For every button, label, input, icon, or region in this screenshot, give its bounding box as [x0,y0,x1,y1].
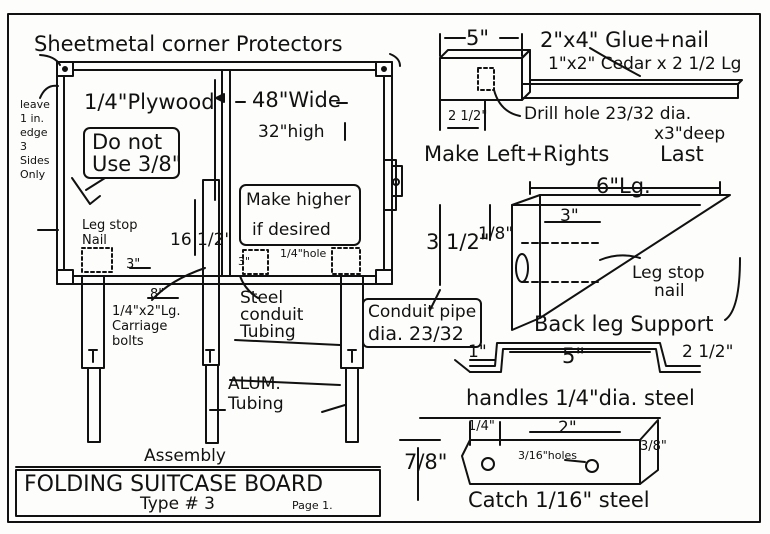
make-higher-label: Make higher [246,190,351,210]
two-by-four-label: 2"x4" Glue+nail [540,28,709,52]
leg-stop-line: Leg stop [82,218,138,233]
corner-protectors-label: Sheetmetal corner Protectors [34,32,343,56]
nail-line: nail [654,281,685,301]
three-eighths-label: 3/8" [640,439,667,454]
seven-eighths-label: 7/8" [404,450,448,474]
one-in-label: 1" [468,342,487,362]
back-leg-support [429,181,741,331]
deep-label: x3"deep [654,124,726,144]
conduit-dia-line: dia. 23/32 [368,323,464,345]
make-left-rights-label: Make Left+Rights [424,142,610,166]
three-in-small-label: 3" [238,255,251,268]
five-in-handle-label: 5" [562,344,586,368]
page-label: Page 1. [292,499,333,512]
tubing-line: Tubing [228,394,284,414]
leave-edge-line: 3 [20,140,27,153]
right-leg [340,275,364,443]
conduit-pipe-box: Conduit pipe dia. 23/32 [362,298,483,348]
drawing-title: FOLDING SUITCASE BOARD [24,472,324,497]
last-label: Last [660,142,704,166]
steel-line: Steel [240,288,284,308]
page-frame [7,13,761,523]
two-in-label: 2" [558,418,577,438]
quarter-hole-label: 1/4"hole [280,247,327,260]
do-not-label: Do not [92,130,163,154]
plywood-label: 1/4"Plywood [84,90,215,114]
three-half-label: 3 1/2" [426,230,490,254]
carriage-line: Carriage [112,319,168,334]
holes-label: 3/16"holes [518,449,578,462]
back-leg-support-label: Back leg Support [534,312,714,336]
cedar-block [439,33,743,131]
three-in-support-label: 3" [560,206,579,226]
bolt-size-line: 1/4"x2"Lg. [112,304,181,319]
middle-leg [202,179,220,444]
left-leg [81,275,105,443]
conduit-line: conduit [240,305,304,325]
carriage-bolts-note: 1/4"x2"Lg. Carriage bolts [112,304,180,349]
two-half-handle-label: 2 1/2" [682,342,734,362]
five-in-top-label: 5" [466,26,490,50]
quarter-label: 1/4" [468,419,495,434]
bolts-line: bolts [112,334,144,349]
catch [399,417,661,501]
one-eighth-label: 1/8" [478,224,514,244]
catch-label: Catch 1/16" steel [468,488,650,512]
leave-edge-note: leave 1 in. edge 3 Sides Only [20,98,50,182]
drill-hole-label: Drill hole 23/32 dia. [524,104,692,124]
handles-label: handles 1/4"dia. steel [466,386,695,410]
leave-edge-line: leave [20,98,50,111]
do-not-box [83,127,180,179]
leave-edge-line: edge [20,126,48,139]
if-desired-label: if desired [252,220,331,240]
leg-stop-nail-right: Leg stop nail [632,264,705,300]
nail-line: Nail [82,233,107,248]
handle [454,342,701,373]
eight-in-label: 8" [150,287,165,302]
three-in-label: 3" [126,257,141,272]
board-frame [39,53,403,285]
use-label: Use 3/8" [92,152,182,176]
title-box [15,469,381,517]
conduit-pipe-line: Conduit pipe [368,302,477,322]
sixteen-half-label: 16 1/2" [170,230,233,250]
cedar-label: 1"x2" Cedar x 2 1/2 Lg [548,54,742,74]
two-half-label: 2 1/2" [448,109,488,124]
type-label: Type # 3 [140,494,215,514]
assembly-label: Assembly [144,446,226,466]
leave-edge-line: 1 in. [20,112,45,125]
leg-stop-nail-left: Leg stop Nail [82,218,137,248]
tubing-line: Tubing [240,322,296,342]
wide-label: 48"Wide [252,88,341,112]
leg-stop-line: Leg stop [632,263,705,283]
six-lg-label: 6"Lg. [596,174,651,198]
make-higher-box [239,184,361,246]
alum-tubing-note: ALUM. Tubing [228,374,284,414]
alum-line: ALUM. [228,374,281,394]
steel-conduit-note: Steel conduit Tubing [240,290,303,341]
leave-edge-line: Only [20,168,46,181]
leave-edge-line: Sides [20,154,50,167]
high-label: 32"high [258,122,325,142]
